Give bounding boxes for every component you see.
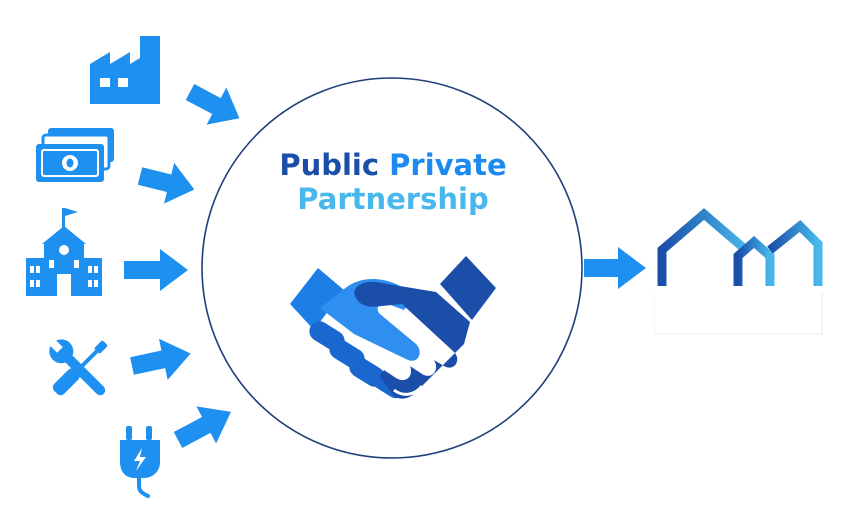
- money-stack-icon: [36, 128, 114, 182]
- houses-icon: [654, 208, 824, 335]
- power-plug-icon: [120, 426, 160, 498]
- handshake-icon: [290, 256, 496, 399]
- wrench-screwdriver-icon: [48, 338, 108, 396]
- title-line-2: Partnership: [212, 182, 574, 216]
- title-partnership: Partnership: [297, 182, 489, 216]
- title-public: Public: [279, 148, 380, 182]
- title-line-1: Public Private: [212, 148, 574, 182]
- school-building-icon: [26, 208, 102, 296]
- factory-icon: [90, 36, 160, 104]
- title-private: Private: [389, 148, 507, 182]
